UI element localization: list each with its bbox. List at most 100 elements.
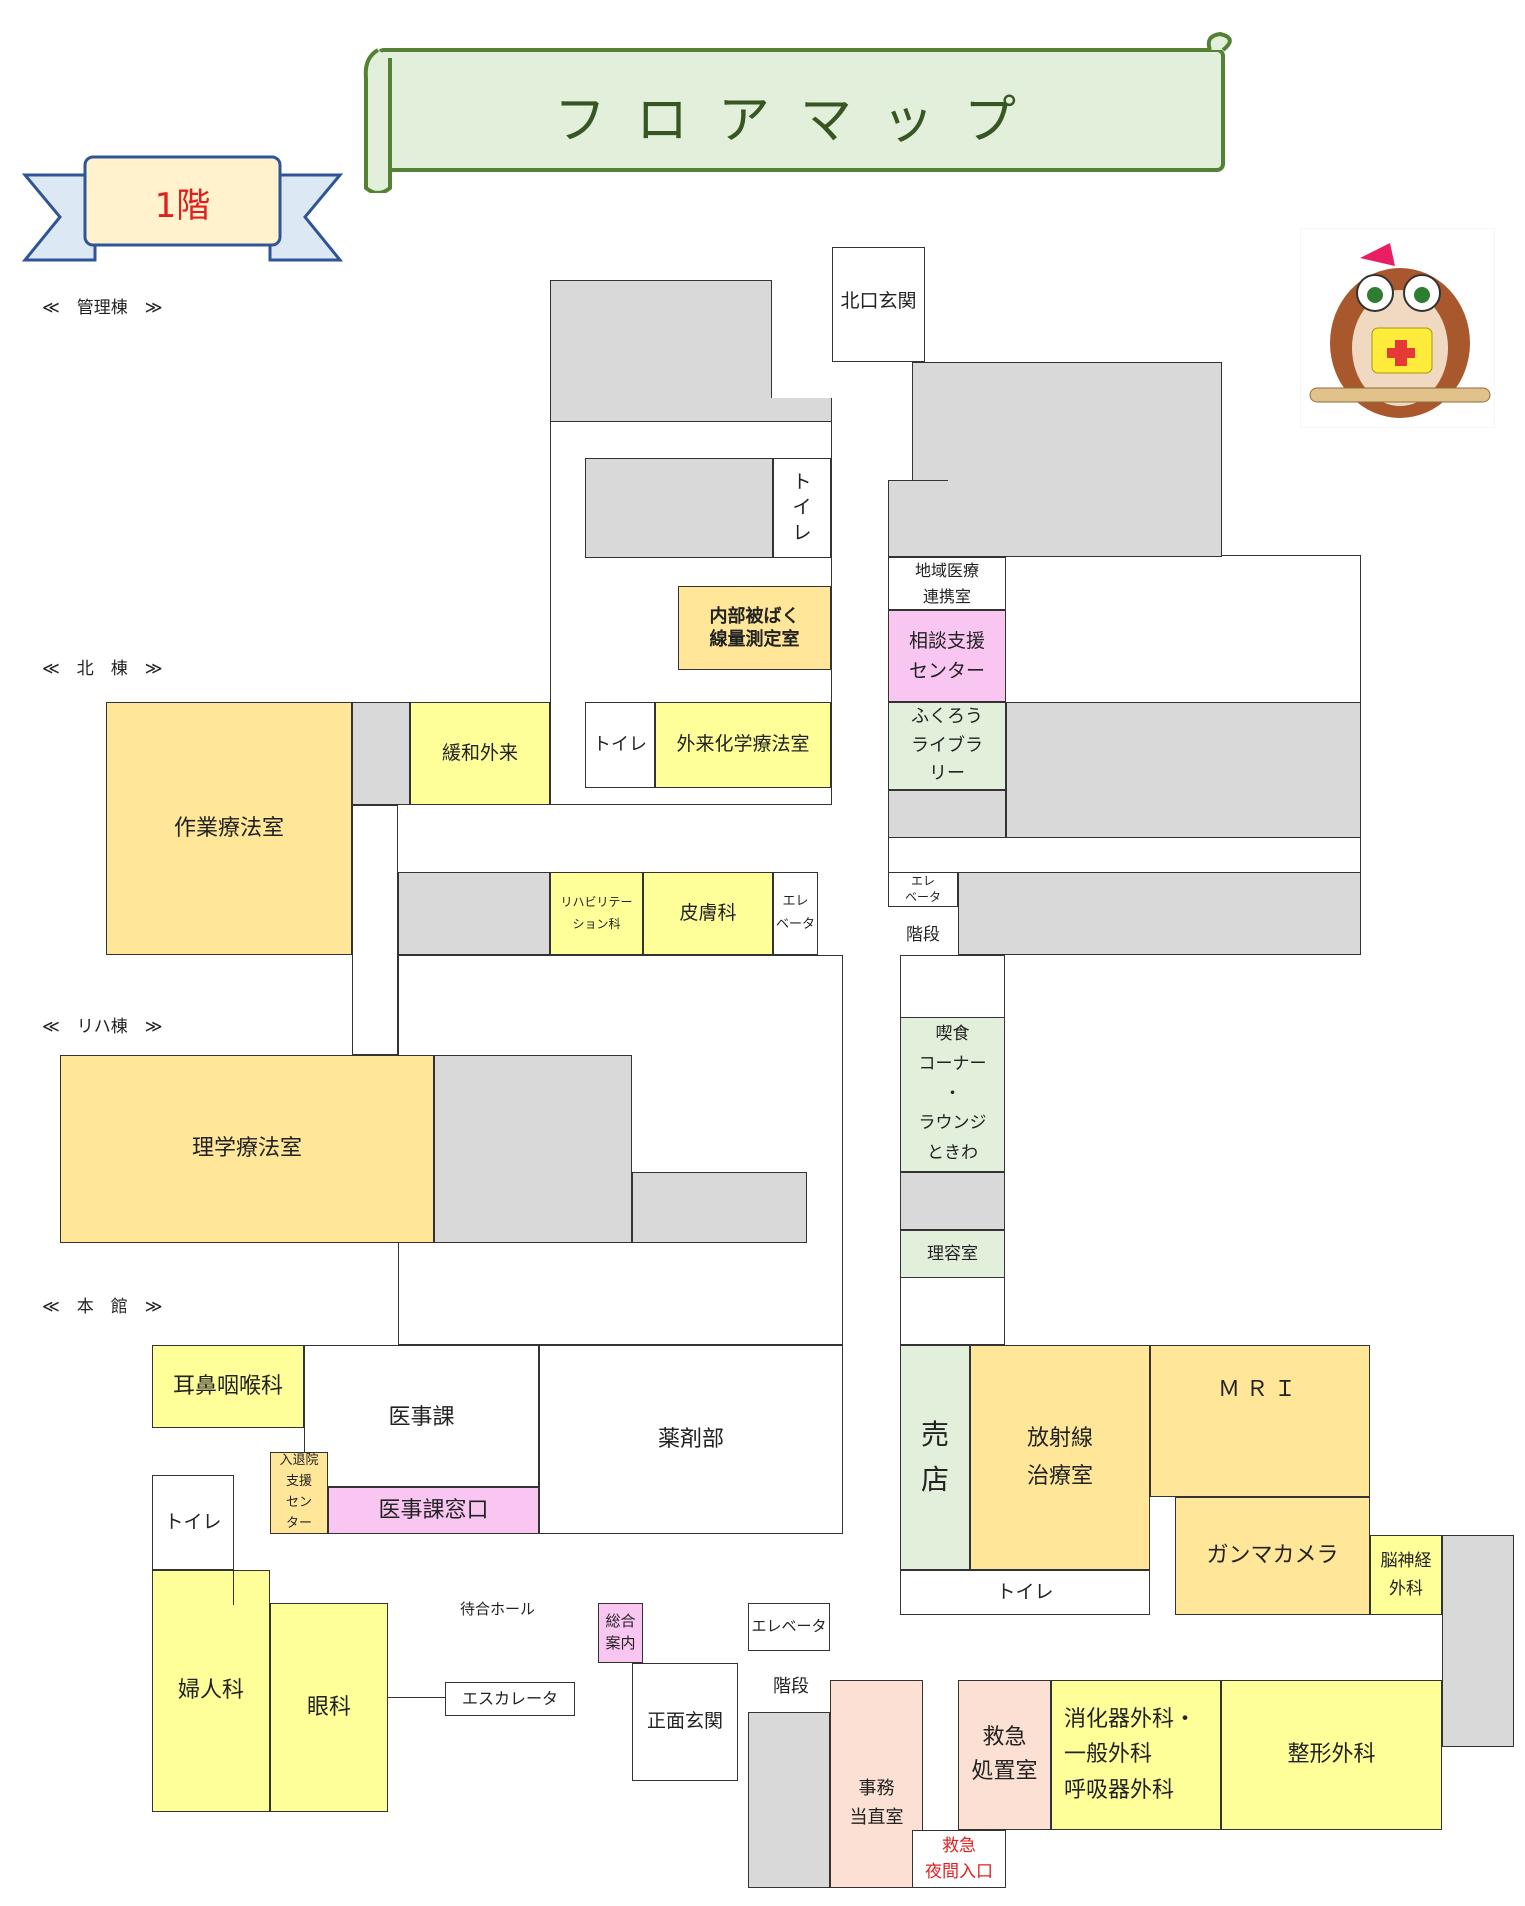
room-sagyo[interactable]: 作業療法室 xyxy=(106,702,352,955)
er-treat-label: 救急 処置室 xyxy=(971,1724,1038,1784)
room-neuro[interactable]: 脳神経 外科 xyxy=(1370,1535,1442,1615)
escalator-connector xyxy=(388,1697,446,1698)
block-north-right xyxy=(1006,702,1361,838)
chemo-label: 外来化学療法室 xyxy=(676,733,810,756)
room-gyne-top xyxy=(152,1570,234,1605)
room-chiiki[interactable]: 地域医療 連携室 xyxy=(888,557,1006,610)
block-cafe-gray xyxy=(900,1172,1005,1230)
room-toilet-rad[interactable]: トイレ xyxy=(900,1570,1150,1615)
iji-label: 医事課 xyxy=(388,1405,455,1430)
room-reha-dept[interactable]: リハビリテー ション科 xyxy=(550,872,643,955)
derma-label: 皮膚科 xyxy=(679,901,737,924)
ent-label: 耳鼻咽喉科 xyxy=(172,1373,283,1399)
room-shop[interactable]: 売 店 xyxy=(900,1345,970,1570)
room-toilet-main[interactable]: トイレ xyxy=(152,1475,234,1570)
ophth-label: 眼科 xyxy=(306,1694,351,1720)
block-north-left-gray xyxy=(352,702,410,805)
room-toilet-north[interactable]: トイレ xyxy=(585,702,655,788)
room-nyutai[interactable]: 入退院 支援 セン ター xyxy=(270,1452,328,1534)
toilet-rad-label: トイレ xyxy=(996,1580,1054,1603)
room-barber[interactable]: 理容室 xyxy=(900,1230,1005,1278)
block-north-a xyxy=(585,458,773,558)
stairs-main-label: 階段 xyxy=(773,1676,809,1697)
gyne-label: 婦人科 xyxy=(177,1678,244,1704)
er-night-entrance[interactable]: 救急 夜間入口 xyxy=(912,1830,1006,1888)
fukurou-label: ふくろう ライブラ リー xyxy=(911,705,983,785)
floor-label: 1階 xyxy=(154,186,211,226)
north-entrance-label: 北口玄関 xyxy=(840,290,917,312)
toilet-north-label: トイレ xyxy=(593,733,647,755)
room-info[interactable]: 総合 案内 xyxy=(598,1603,643,1663)
block-north-right-b xyxy=(888,790,1006,838)
corridor-link-riha xyxy=(352,805,398,1055)
internal-exposure-label: 内部被ばく 線量測定室 xyxy=(709,605,800,650)
room-chemo[interactable]: 外来化学療法室 xyxy=(655,702,831,788)
room-ent[interactable]: 耳鼻咽喉科 xyxy=(152,1345,304,1428)
room-mri[interactable]: ＭＲＩ xyxy=(1150,1345,1370,1497)
escalator-label: エスカレータ xyxy=(461,1689,558,1709)
stairs-right-label: 階段 xyxy=(906,925,940,945)
front-entrance[interactable]: 正面玄関 xyxy=(632,1663,738,1781)
room-er-treat[interactable]: 救急 処置室 xyxy=(958,1680,1051,1830)
iji-window-label: 医事課窓口 xyxy=(378,1497,489,1523)
room-gyne[interactable]: 婦人科 xyxy=(152,1570,270,1812)
room-gi-surg[interactable]: 消化器外科・ 一般外科 呼吸器外科 xyxy=(1051,1680,1221,1830)
room-toilet-vertical[interactable]: ト イ レ xyxy=(773,458,831,558)
title-banner xyxy=(363,31,1232,193)
block-main-gray xyxy=(748,1712,830,1888)
floor-ribbon xyxy=(21,155,344,262)
ortho-label: 整形外科 xyxy=(1287,1742,1376,1768)
toilet-main-label: トイレ xyxy=(164,1510,222,1533)
chiiki-label: 地域医療 連携室 xyxy=(914,560,979,606)
toilet-vertical-label: ト イ レ xyxy=(792,470,812,544)
escalator[interactable]: エスカレータ xyxy=(445,1682,575,1716)
elevator-main-label: エレベータ xyxy=(751,1617,827,1636)
room-soudan[interactable]: 相談支援 センター xyxy=(888,610,1006,702)
barber-label: 理容室 xyxy=(927,1243,978,1264)
room-internal-exposure[interactable]: 内部被ばく 線量測定室 xyxy=(678,586,831,670)
room-derma[interactable]: 皮膚科 xyxy=(643,872,773,955)
room-rigaku[interactable]: 理学療法室 xyxy=(60,1055,434,1243)
soudan-label: 相談支援 センター xyxy=(908,629,985,682)
room-office-night[interactable]: 事務 当直室 xyxy=(830,1680,923,1888)
room-fukurou-library[interactable]: ふくろう ライブラ リー xyxy=(888,702,1006,790)
rigaku-label: 理学療法室 xyxy=(191,1136,302,1162)
gi-surg-label: 消化器外科・ 一般外科 呼吸器外科 xyxy=(1064,1707,1197,1803)
kanwa-label: 緩和外来 xyxy=(441,741,518,764)
shop-label: 売 店 xyxy=(920,1417,949,1496)
elevator-main[interactable]: エレベータ xyxy=(748,1603,830,1651)
room-cafe-tokiwa[interactable]: 喫食 コーナー ・ ラウンジ ときわ xyxy=(900,1017,1005,1172)
room-north-entrance[interactable]: 北口玄関 xyxy=(832,247,925,362)
elevator-right-label: エレ ベータ xyxy=(904,873,941,904)
office-night-label: 事務 当直室 xyxy=(849,1778,904,1829)
sagyo-label: 作業療法室 xyxy=(173,815,284,841)
block-reha-right xyxy=(958,872,1361,955)
block-kanri-right xyxy=(912,362,1222,557)
section-label-kita: ≪ 北 棟 ≫ xyxy=(42,659,163,679)
room-iji-window[interactable]: 医事課窓口 xyxy=(328,1487,539,1534)
room-kanwa[interactable]: 緩和外来 xyxy=(410,702,550,805)
room-iji[interactable]: 医事課 xyxy=(304,1345,539,1487)
block-kanri-right-b xyxy=(888,480,948,557)
room-elevator-right[interactable]: エレ ベータ xyxy=(888,872,958,907)
waiting-hall-label: 待合ホール xyxy=(460,1600,536,1618)
room-radiation[interactable]: 放射線 治療室 xyxy=(970,1345,1150,1570)
radiation-label: 放射線 治療室 xyxy=(1026,1426,1093,1489)
cafe-label: 喫食 コーナー ・ ラウンジ ときわ xyxy=(918,1024,987,1164)
mri-label: ＭＲＩ xyxy=(1217,1377,1302,1402)
room-ortho[interactable]: 整形外科 xyxy=(1221,1680,1442,1830)
room-gamma[interactable]: ガンマカメラ xyxy=(1175,1497,1370,1615)
front-entrance-label: 正面玄関 xyxy=(646,1710,723,1733)
section-label-riha: ≪ リハ棟 ≫ xyxy=(42,1017,163,1037)
section-label-honkan: ≪ 本 館 ≫ xyxy=(42,1297,163,1317)
elevator-small-label: エレ ベータ xyxy=(775,894,815,932)
owl-nurse-icon xyxy=(1300,228,1495,428)
room-elevator-small[interactable]: エレ ベータ xyxy=(773,872,818,955)
room-pharmacy[interactable]: 薬剤部 xyxy=(539,1345,843,1534)
block-neuro-gray xyxy=(1442,1535,1514,1747)
page-title: フロアマップ xyxy=(553,91,1046,151)
nyutai-label: 入退院 支援 セン ター xyxy=(279,1453,319,1531)
block-kanri-left-b xyxy=(550,398,832,422)
block-rigaku-gray xyxy=(434,1055,632,1243)
room-ophth[interactable]: 眼科 xyxy=(270,1603,388,1812)
